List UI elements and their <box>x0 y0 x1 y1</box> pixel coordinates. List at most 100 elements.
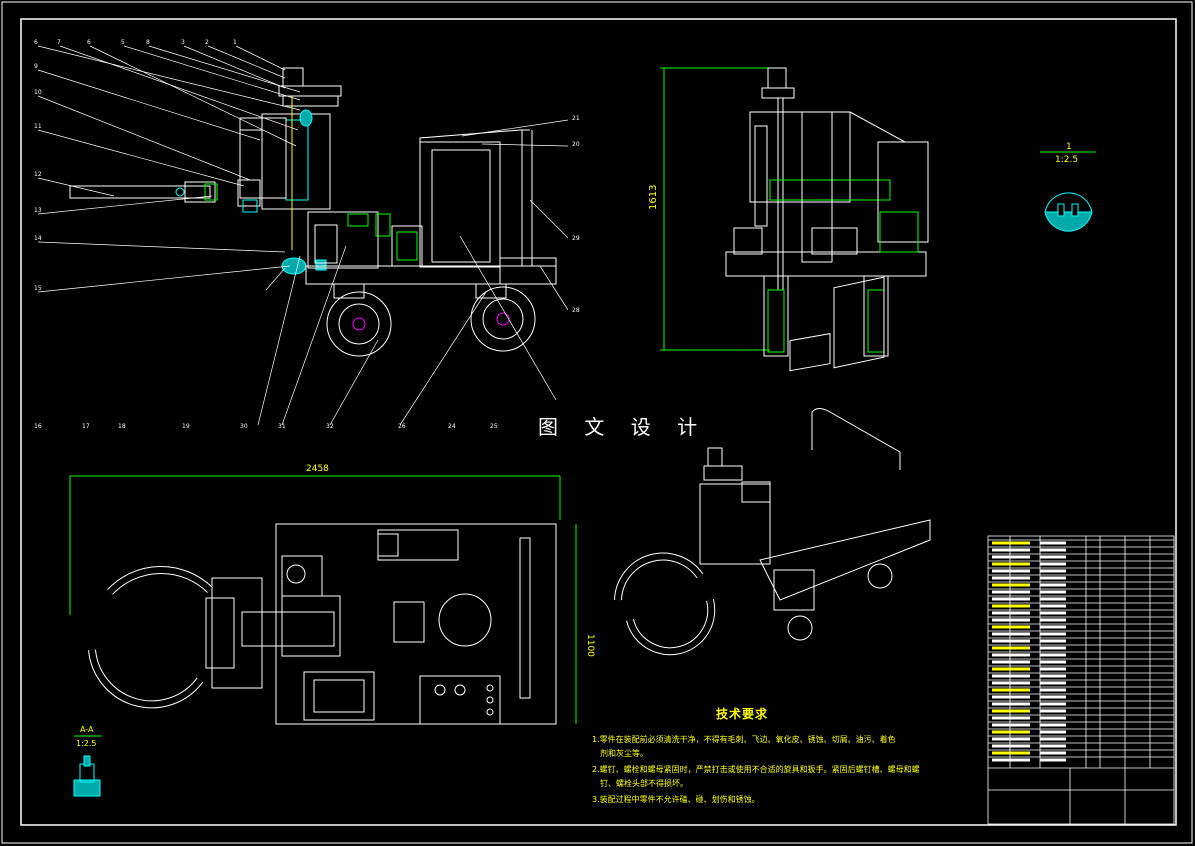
bom-cell-code <box>992 646 1030 650</box>
callout-number: 17 <box>82 423 90 430</box>
side-view <box>660 67 929 357</box>
callout-number: 18 <box>118 423 126 430</box>
section-aa <box>73 735 102 797</box>
bom-cell-code <box>992 555 1030 559</box>
watermark: 图 文 设 计 <box>538 415 708 439</box>
callouts-plan: 16 17 18 19 24 25 <box>34 423 498 430</box>
bom-cell-code <box>992 667 1030 671</box>
callout-number: 8 <box>146 39 150 46</box>
note-line: 2.螺钉、螺栓和螺母紧固时，严禁打击或使用不合适的旋具和扳手。紧固后螺钉槽、螺母… <box>592 765 920 774</box>
callout-number: 14 <box>34 235 42 242</box>
bom-cell-name <box>1040 555 1066 559</box>
callout-number: 31 <box>278 423 286 430</box>
bom-cell-name <box>1040 548 1066 552</box>
bom-cell-code <box>992 590 1030 594</box>
bom-cell-code <box>992 625 1030 629</box>
bom-cell-code <box>992 548 1030 552</box>
callout-number: 32 <box>326 423 334 430</box>
leader-lines-front <box>37 45 569 426</box>
callout-number: 16 <box>34 423 42 430</box>
bom-cell-code <box>992 639 1030 643</box>
bom-cell-name <box>1040 681 1066 685</box>
callout-number: 30 <box>240 423 248 430</box>
callout-number: 13 <box>34 207 42 214</box>
detail-view-1 <box>1040 151 1096 232</box>
bom-cell-code <box>992 688 1030 692</box>
aa-scale: 1:2.5 <box>76 739 97 748</box>
inner-border <box>20 18 1177 826</box>
bom-cell-name <box>1040 688 1066 692</box>
bom-cell-code <box>992 681 1030 685</box>
callout-number: 21 <box>572 115 580 122</box>
isometric-view <box>614 276 931 656</box>
callouts-right: 21 20 29 28 <box>572 115 580 314</box>
bom-cell-code <box>992 716 1030 720</box>
bom-cell-name <box>1040 639 1066 643</box>
bom-cell-name <box>1040 716 1066 720</box>
bom-cell-name <box>1040 737 1066 741</box>
bom-cell-name <box>1040 562 1066 566</box>
bom-cell-name <box>1040 744 1066 748</box>
dim-height: 1613 <box>648 185 659 210</box>
callout-number: 28 <box>572 307 580 314</box>
bom-cell-code <box>992 674 1030 678</box>
bom-cell-name <box>1040 576 1066 580</box>
bom-cell-code <box>992 569 1030 573</box>
bom-cell-name <box>1040 569 1066 573</box>
callout-number: 9 <box>34 63 38 70</box>
callout-number: 1 <box>233 39 237 46</box>
bom-cell-code <box>992 597 1030 601</box>
detail-scale: 1:2.5 <box>1055 155 1078 165</box>
bom-cell-code <box>992 618 1030 622</box>
aa-label: A-A <box>80 725 94 734</box>
bom-cell-code <box>992 695 1030 699</box>
bom-cell-code <box>992 744 1030 748</box>
bom-rows <box>988 536 1174 768</box>
bom-cell-code <box>992 758 1030 762</box>
bom-cell-name <box>1040 709 1066 713</box>
bom-cell-name <box>1040 611 1066 615</box>
callout-number: 2 <box>205 39 209 46</box>
note-line: 剂和灰尘等。 <box>600 749 648 758</box>
bom-cell-name <box>1040 695 1066 699</box>
bom-cell-code <box>992 660 1030 664</box>
callout-number: 19 <box>182 423 190 430</box>
callout-number: 25 <box>490 423 498 430</box>
callout-number: 12 <box>34 171 42 178</box>
bom-cell-code <box>992 611 1030 615</box>
bom-cell-name <box>1040 667 1066 671</box>
detail-label: 1 <box>1066 142 1072 152</box>
callout-number: 6 <box>87 39 91 46</box>
note-line: 钉、螺栓头部不得损坏。 <box>600 779 688 788</box>
callout-number: 11 <box>34 123 42 130</box>
callout-number: 29 <box>572 235 580 242</box>
bom-cell-code <box>992 723 1030 727</box>
bom-cell-name <box>1040 597 1066 601</box>
bom-cell-name <box>1040 653 1066 657</box>
bom-cell-name <box>1040 723 1066 727</box>
bom-cell-name <box>1040 625 1066 629</box>
front-view <box>69 67 557 357</box>
bom-cell-code <box>992 709 1030 713</box>
dim-width: 1100 <box>585 634 595 657</box>
callout-number: 6 <box>34 39 38 46</box>
callout-number: 3 <box>181 39 185 46</box>
bom-cell-code <box>992 737 1030 741</box>
callout-number: 20 <box>572 141 580 148</box>
note-line: 3.装配过程中零件不允许磕、碰、划伤和锈蚀。 <box>592 795 760 804</box>
bom-cell-code <box>992 583 1030 587</box>
bom-cell-name <box>1040 730 1066 734</box>
bom-cell-code <box>992 702 1030 706</box>
plan-view <box>69 475 577 725</box>
bom-cell-name <box>1040 751 1066 755</box>
bom-cell-name <box>1040 646 1066 650</box>
bom-cell-name <box>1040 702 1066 706</box>
bom-cell-code <box>992 541 1030 545</box>
callout-number: 15 <box>34 285 42 292</box>
callout-number: 24 <box>448 423 456 430</box>
bom-cell-name <box>1040 541 1066 545</box>
bom-cell-code <box>992 730 1030 734</box>
